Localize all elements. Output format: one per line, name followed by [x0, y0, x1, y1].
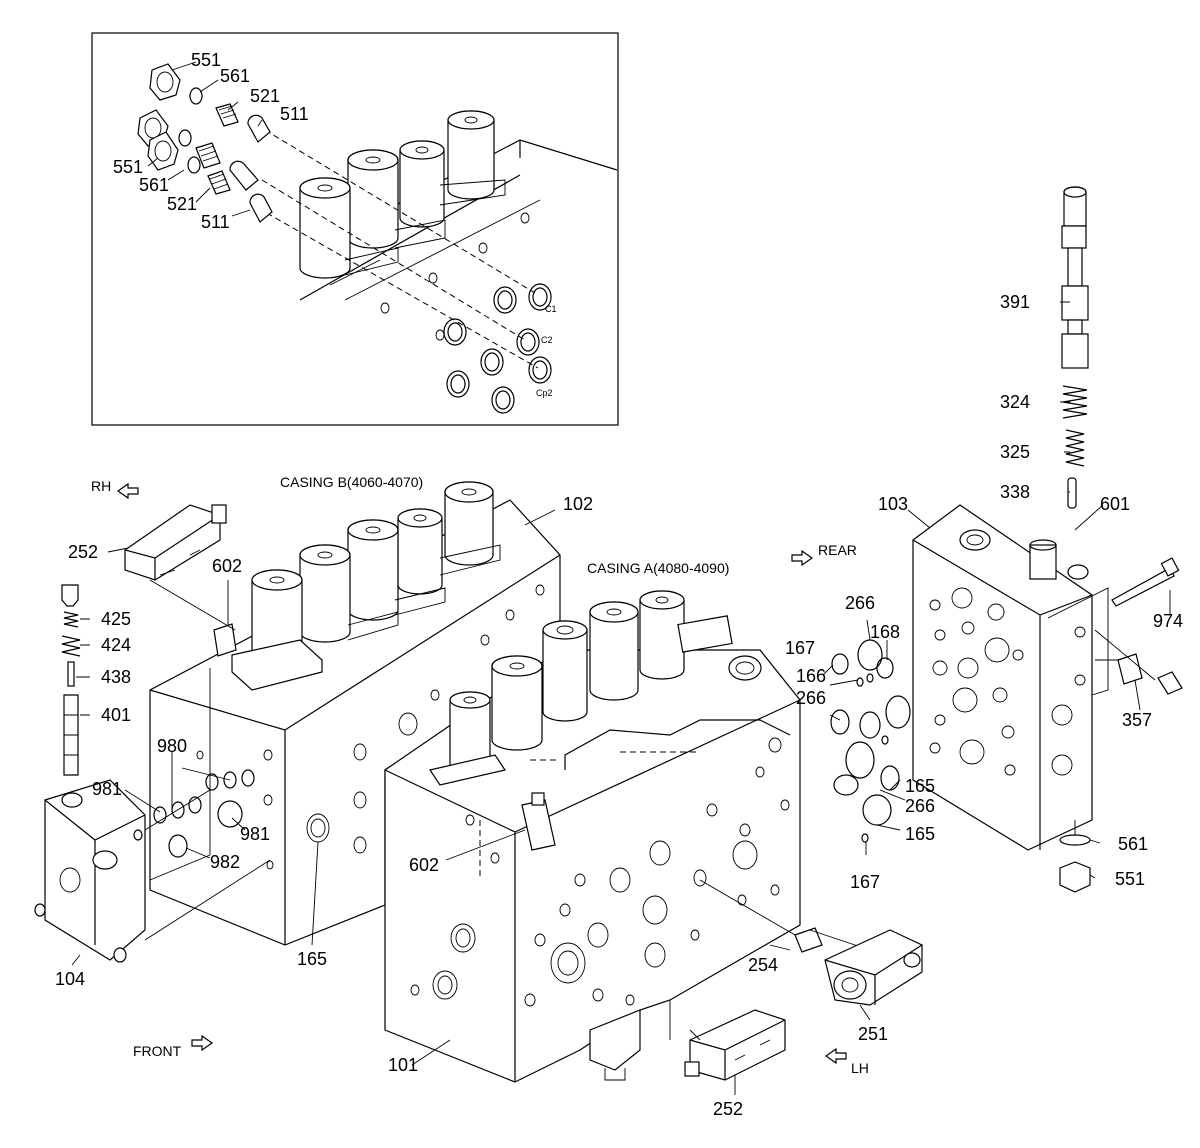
- casing-b-102: [149, 481, 561, 946]
- spring-425: [63, 611, 79, 628]
- label-104: 104: [55, 969, 85, 989]
- casing-a-header: CASING A(4080-4090): [587, 560, 729, 576]
- inset-port-c2: C2: [541, 335, 553, 345]
- casing-b-header: CASING B(4060-4070): [280, 474, 423, 490]
- bolt-974: [1111, 567, 1175, 607]
- label-254: 254: [748, 955, 778, 975]
- label-981a: 981: [92, 779, 122, 799]
- spool-391: [1061, 186, 1089, 369]
- label-561: 561: [1118, 834, 1148, 854]
- label-266a: 266: [845, 593, 875, 613]
- spring-325: [1065, 429, 1085, 467]
- label-357: 357: [1122, 710, 1152, 730]
- label-601: 601: [1100, 494, 1130, 514]
- inset-label-551a: 551: [191, 50, 221, 70]
- label-102: 102: [563, 494, 593, 514]
- label-981b: 981: [240, 824, 270, 844]
- lh-arrow-icon: [824, 1047, 847, 1065]
- inset-frame: [91, 32, 619, 426]
- inset-port-cp2: Cp2: [536, 388, 553, 398]
- casing-b-solenoids: [213, 481, 501, 691]
- label-251: 251: [858, 1024, 888, 1044]
- casing-103: [912, 504, 1109, 851]
- inset-label-511a: 511: [280, 104, 309, 124]
- plug-357: [1117, 653, 1143, 685]
- label-252b: 252: [713, 1099, 743, 1119]
- casing-a-ports: [410, 737, 790, 1007]
- front-label: FRONT: [133, 1043, 182, 1059]
- label-551: 551: [1115, 869, 1145, 889]
- label-325: 325: [1000, 442, 1030, 462]
- spring-424: [61, 635, 81, 657]
- rh-label: RH: [91, 478, 111, 494]
- label-166: 166: [796, 666, 826, 686]
- inset-solenoids: [299, 110, 506, 279]
- label-602b: 602: [409, 855, 439, 875]
- valve-251: [824, 929, 923, 1006]
- inset-label-551b: 551: [113, 157, 143, 177]
- label-101: 101: [388, 1055, 418, 1075]
- inset-holes: [380, 212, 530, 341]
- front-arrow-icon: [191, 1034, 214, 1052]
- valve-252a: [124, 504, 227, 581]
- label-165c: 165: [297, 949, 327, 969]
- casing-a-101: [384, 590, 801, 1083]
- label-103: 103: [878, 494, 908, 514]
- label-252a: 252: [68, 542, 98, 562]
- oring-561: [1059, 834, 1091, 846]
- cover-104: [34, 779, 146, 963]
- label-338: 338: [1000, 482, 1030, 502]
- label-425: 425: [101, 609, 131, 629]
- label-266b: 266: [796, 688, 826, 708]
- plug-551: [1059, 861, 1091, 893]
- pin-438: [67, 661, 75, 687]
- label-982: 982: [210, 852, 240, 872]
- label-401: 401: [101, 705, 131, 725]
- label-165a: 165: [905, 776, 935, 796]
- fitting-254: [794, 927, 823, 953]
- inset-port-c1: C1: [545, 304, 557, 314]
- inset-detail: 551 561 521 511 551 561 521 511 C1 C2 Cp…: [91, 32, 619, 426]
- inset-label-521a: 521: [250, 86, 280, 106]
- label-438: 438: [101, 667, 131, 687]
- rear-label: REAR: [818, 542, 857, 558]
- label-168: 168: [870, 622, 900, 642]
- label-424: 424: [101, 635, 131, 655]
- plug-425: [61, 584, 79, 607]
- inset-seals: [443, 283, 552, 414]
- label-324: 324: [1000, 392, 1030, 412]
- rh-arrow-icon: [116, 482, 139, 500]
- rear-arrow-icon: [791, 549, 814, 567]
- inset-label-511b: 511: [201, 212, 230, 232]
- label-391: 391: [1000, 292, 1030, 312]
- casing-a-solenoids: [429, 590, 762, 786]
- inset-label-561a: 561: [220, 66, 250, 86]
- valve-252b: [684, 1009, 786, 1081]
- orings-group: [830, 639, 911, 843]
- label-980: 980: [157, 736, 187, 756]
- pin-338: [1067, 477, 1077, 509]
- label-266c: 266: [905, 796, 935, 816]
- label-974: 974: [1153, 611, 1183, 631]
- lh-label: LH: [851, 1060, 869, 1076]
- inset-label-521b: 521: [167, 194, 197, 214]
- label-165b: 165: [905, 824, 935, 844]
- inset-label-561b: 561: [139, 175, 169, 195]
- label-602a: 602: [212, 556, 242, 576]
- label-167b: 167: [850, 872, 880, 892]
- label-167a: 167: [785, 638, 815, 658]
